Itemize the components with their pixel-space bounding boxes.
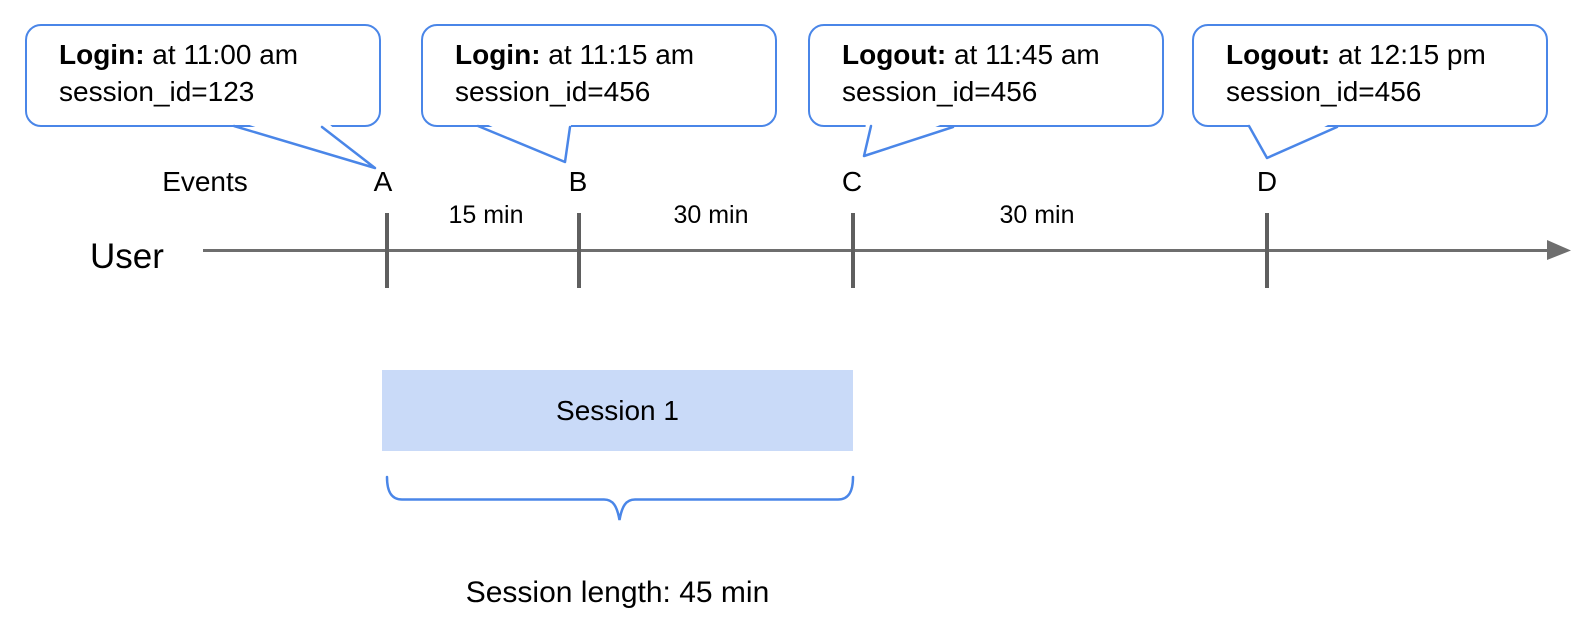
session-id-label: session_id=456 [842,76,1038,107]
event-time-label: at 11:15 am [540,39,695,70]
callout-line-1: Login: at 11:15 am [455,36,759,73]
event-type-label: Logout: [842,39,947,70]
callout-login-b: Login: at 11:15 am session_id=456 [421,24,777,127]
session-length-brace [385,475,855,521]
interval-label-15min: 15 min [448,201,524,229]
callout-login-a: Login: at 11:00 am session_id=123 [25,24,381,127]
session-id-label: session_id=456 [455,76,651,107]
session-1-box: Session 1 [382,370,853,451]
event-time-label: at 12:15 pm [1330,39,1486,70]
event-marker-c: C [841,166,863,197]
event-type-label: Logout: [1226,39,1331,70]
event-type-label: Login: [59,39,145,70]
session-1-label: Session 1 [556,394,679,426]
events-axis-label: Events [162,166,248,197]
session-length-label: Session length: 45 min [465,576,770,609]
interval-label-30min-2: 30 min [999,201,1075,229]
session-id-label: session_id=456 [1226,76,1422,107]
callout-line-1: Logout: at 12:15 pm [1226,36,1530,73]
event-type-label: Login: [455,39,541,70]
event-marker-a: A [373,166,393,197]
event-time-label: at 11:45 am [946,39,1100,70]
callout-logout-c: Logout: at 11:45 am session_id=456 [808,24,1164,127]
session-id-label: session_id=123 [59,76,255,107]
interval-label-30min-1: 30 min [673,201,749,229]
callout-line-1: Logout: at 11:45 am [842,36,1146,73]
event-time-label: at 11:00 am [144,39,299,70]
timeline-arrowhead-icon [1547,240,1571,260]
callout-logout-d: Logout: at 12:15 pm session_id=456 [1192,24,1548,127]
callout-line-1: Login: at 11:00 am [59,36,363,73]
event-marker-d: D [1256,166,1278,197]
user-row-label: User [90,237,164,276]
event-marker-b: B [568,166,588,197]
